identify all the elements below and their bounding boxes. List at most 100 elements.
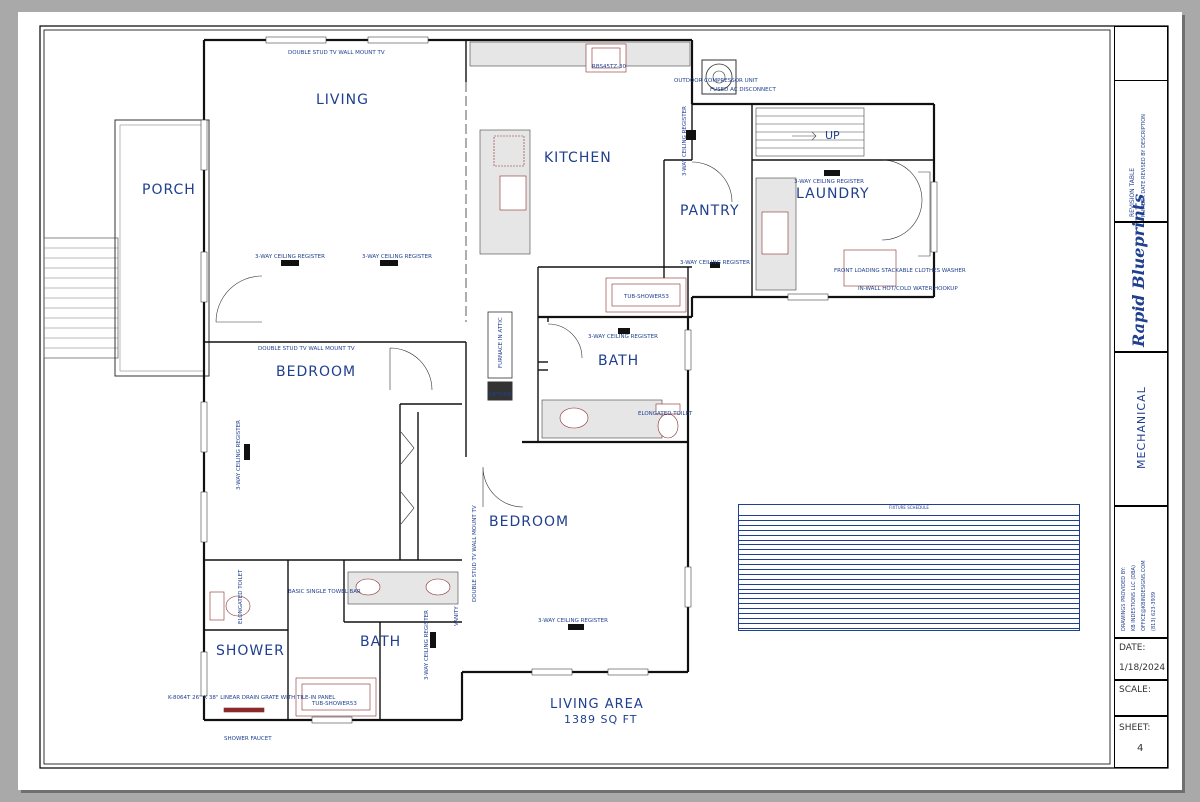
room-label-bath-2: BATH — [360, 634, 401, 650]
note-register-living-right: 3-WAY CEILING REGISTER — [362, 254, 432, 260]
sheet-border — [39, 25, 1169, 769]
note-furnace: FURNACE IN ATTIC — [498, 317, 504, 368]
note-drain-grate: K-8064T 26" X 38" LINEAR DRAIN GRATE WIT… — [168, 695, 336, 701]
fixture-schedule: FIXTURE SCHEDULE — [738, 504, 1080, 631]
note-double-stud-living: DOUBLE STUD TV WALL MOUNT TV — [258, 346, 355, 352]
designer-panel: DRAWINGS PROVIDED BY: KB INDESTIONS LLC … — [1114, 506, 1168, 638]
floor-plan: LIVING KITCHEN PORCH PANTRY LAUNDRY UP B… — [39, 25, 1169, 769]
furnace — [487, 311, 513, 401]
note-shower-faucet: SHOWER FAUCET — [224, 736, 272, 742]
room-label-shower: SHOWER — [216, 643, 285, 659]
date-value: 1/18/2024 — [1119, 663, 1166, 673]
note-register-bed-1: 3-WAY CEILING REGISTER — [236, 420, 242, 490]
note-register-bath-2: 3-WAY CEILING REGISTER — [424, 610, 430, 680]
note-double-stud-top: DOUBLE STUD TV WALL MOUNT TV — [288, 50, 385, 56]
fixture-schedule-row — [739, 537, 1079, 541]
room-label-laundry: LAUNDRY — [796, 186, 870, 202]
title-block-top — [1114, 26, 1168, 88]
fixture-schedule-row — [739, 561, 1079, 565]
room-label-bedroom-2: BEDROOM — [489, 514, 569, 530]
fixture-schedule-row — [739, 615, 1079, 619]
fixture-schedule-row — [739, 541, 1079, 546]
fixture-schedule-row — [739, 556, 1079, 561]
sheet-label: SHEET: — [1119, 723, 1151, 733]
exterior-walls — [202, 38, 936, 722]
porch-deck — [114, 119, 210, 377]
fixture-schedule-row — [739, 625, 1079, 629]
date-label: DATE: — [1119, 643, 1146, 653]
living-area-label: LIVING AREA — [550, 697, 644, 712]
fixture-schedule-row — [739, 605, 1079, 610]
company-email: OFFICE@KBINDESIGNS.COM — [1141, 560, 1147, 631]
company-phone: (813) 623-3939 — [1151, 591, 1157, 631]
bath-2-fixtures — [209, 571, 459, 717]
fixture-schedule-row — [739, 512, 1079, 516]
outdoor-compressor — [701, 59, 737, 95]
note-register-bath-1: 3-WAY CEILING REGISTER — [588, 334, 658, 340]
fixture-schedule-row — [739, 546, 1079, 551]
note-vanity: VANITY — [454, 606, 460, 626]
note-ac-disconnect: FUSED AC DISCONNECT — [710, 87, 776, 93]
revision-table: REVISION TABLE NUMBER DATE REVISED BY DE… — [1114, 80, 1168, 222]
fixture-schedule-row — [739, 517, 1079, 521]
room-label-bedroom-1: BEDROOM — [276, 364, 356, 380]
fixture-schedule-row — [739, 571, 1079, 575]
sheet-title: MECHANICAL — [1135, 386, 1148, 469]
brand-logo: Rapid Blueprints — [1129, 193, 1148, 347]
fixture-schedule-row — [739, 527, 1079, 531]
note-return: RETURN — [489, 392, 512, 398]
note-elongated-toilet-1: ELONGATED TOILET — [638, 411, 693, 417]
room-label-porch: PORCH — [142, 182, 196, 198]
note-tub-2: TUB-SHOWER53 — [311, 701, 357, 707]
sheet-number-panel: SHEET: 4 — [1114, 716, 1168, 768]
fixture-schedule-row — [739, 532, 1079, 536]
fixture-schedule-row — [739, 590, 1079, 595]
bath-1-fixtures — [541, 277, 687, 439]
fixture-schedule-row — [739, 610, 1079, 614]
fixture-schedule-row — [739, 586, 1079, 590]
fixture-schedule-row — [739, 576, 1079, 580]
porch-stair — [43, 237, 119, 359]
date-panel: DATE: 1/18/2024 — [1114, 638, 1168, 680]
fixture-schedule-row — [739, 522, 1079, 526]
fixture-schedule-title: FIXTURE SCHEDULE — [889, 505, 929, 510]
room-label-kitchen: KITCHEN — [544, 150, 612, 166]
living-area-value: 1389 SQ FT — [564, 713, 637, 726]
drawing-sheet: LIVING KITCHEN PORCH PANTRY LAUNDRY UP B… — [18, 12, 1182, 790]
sheet-title-panel: MECHANICAL — [1114, 352, 1168, 506]
fixture-schedule-row — [739, 551, 1079, 556]
note-register-bed-2: 3-WAY CEILING REGISTER — [538, 618, 608, 624]
kitchen-counters — [469, 41, 691, 255]
note-register-living-left: 3-WAY CEILING REGISTER — [255, 254, 325, 260]
room-label-pantry: PANTRY — [680, 203, 740, 219]
doors — [215, 159, 931, 525]
note-register-kitchen-wall: 3-WAY CEILING REGISTER — [682, 106, 688, 176]
brand-panel: Rapid Blueprints — [1114, 194, 1168, 352]
note-washer: FRONT LOADING STACKABLE CLOTHES WASHER — [834, 268, 966, 274]
note-register-laundry: 3-WAY CEILING REGISTER — [794, 179, 864, 185]
note-register-pantry: 3-WAY CEILING REGISTER — [680, 260, 750, 266]
note-towel-bar: BASIC SINGLE TOWEL BAR — [288, 589, 361, 595]
stair-up-label: UP — [825, 129, 840, 142]
note-double-stud-bed-2: DOUBLE STUD TV WALL MOUNT TV — [472, 505, 478, 602]
ceiling-registers — [244, 130, 840, 648]
fixture-schedule-row — [739, 566, 1079, 570]
note-range: RBS45TZ-30 — [592, 64, 627, 70]
scale-panel: SCALE: — [1114, 680, 1168, 716]
fixture-schedule-row — [739, 620, 1079, 624]
note-tub-1: TUB-SHOWER53 — [623, 294, 669, 300]
room-label-bath-1: BATH — [598, 353, 639, 369]
note-elongated-toilet-2: ELONGATED TOILET — [238, 569, 244, 624]
fixture-schedule-row — [739, 595, 1079, 600]
fixture-schedule-row — [739, 600, 1079, 605]
windows — [200, 36, 938, 724]
laundry-fixtures — [755, 107, 897, 291]
fixture-schedule-row — [739, 581, 1079, 585]
company-name: KB INDESTIONS LLC (DBA) — [1131, 565, 1137, 631]
note-water-hookup: IN-WALL HOT/COLD WATER HOOKUP — [858, 286, 958, 292]
drawing-border — [43, 29, 1111, 765]
room-label-living: LIVING — [316, 92, 369, 108]
drawn-by-label: DRAWINGS PROVIDED BY: — [1121, 567, 1127, 631]
scale-label: SCALE: — [1119, 685, 1151, 695]
note-outdoor-unit: OUTDOOR COMPRESSOR UNIT — [674, 78, 758, 84]
